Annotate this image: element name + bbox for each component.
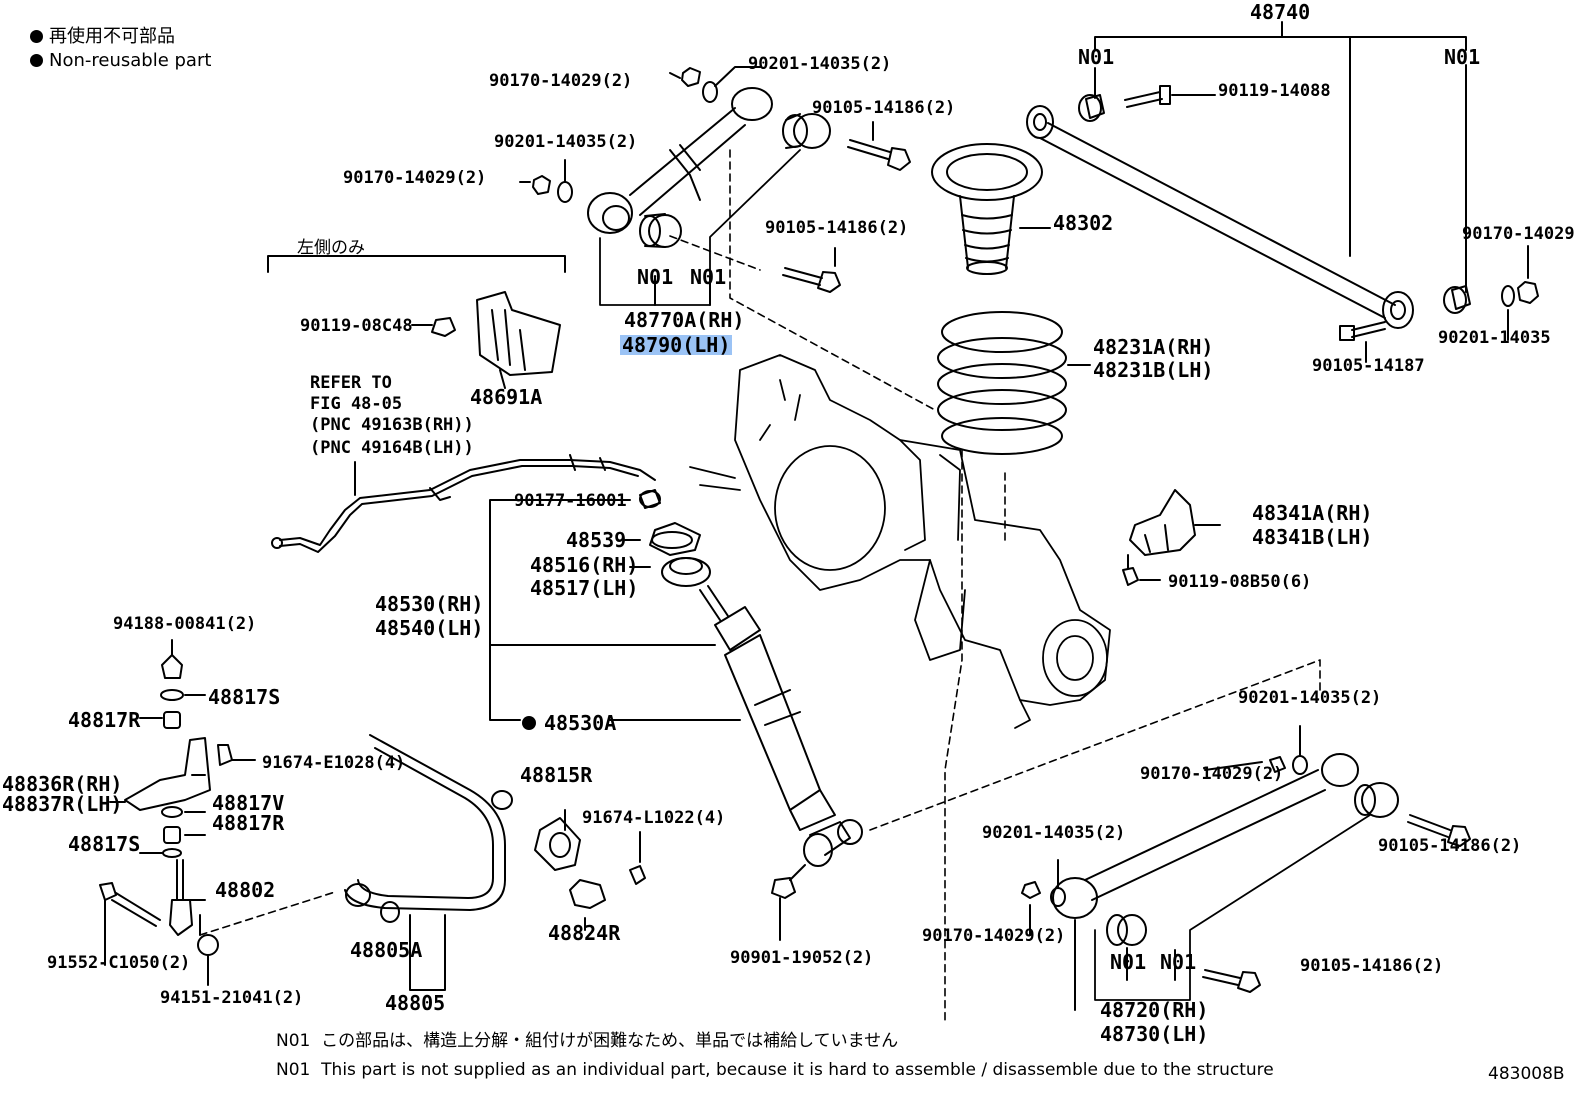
footnote-jp: N01 この部品は、構造上分解・組付けが困難なため、単品では補給していません (276, 1031, 899, 1051)
part-label-91552-C1050[interactable]: 91552-C1050(2) (47, 953, 191, 973)
brake-pipe (271, 454, 656, 553)
part-label-48720-RH[interactable]: 48720(RH) (1100, 998, 1209, 1022)
part-label-48730-LH[interactable]: 48730(LH) (1100, 1022, 1209, 1046)
stabilizer-bar (199, 734, 513, 991)
nut-washer-top-right (1339, 245, 1539, 363)
part-label-90201-14035[interactable]: 90201-14035(2) (494, 132, 638, 152)
part-label-91674-L1022[interactable]: 91674-L1022(4) (582, 808, 726, 828)
part-label-90119-14088[interactable]: 90119-14088 (1218, 81, 1331, 101)
part-label-48517-LH[interactable]: 48517(LH) (530, 576, 639, 600)
part-label-90119-08C48[interactable]: 90119-08C48 (300, 316, 413, 336)
refer-line-3: (PNC 49163B(RH)) (310, 415, 474, 435)
part-label-90201-14035[interactable]: 90201-14035(2) (1238, 688, 1382, 708)
part-label-48837R-LH[interactable]: 48837R(LH) (2, 792, 123, 816)
bracket-48341 (1122, 489, 1221, 586)
part-label-n01[interactable]: N01 (1078, 45, 1115, 69)
upper-control-arm (519, 66, 831, 306)
part-label-90170-14029[interactable]: 90170-14029 (1462, 224, 1575, 244)
part-label-90105-14187[interactable]: 90105-14187 (1312, 356, 1425, 376)
footnote-code: N01 (276, 1031, 311, 1051)
part-label-48530-RH[interactable]: 48530(RH) (375, 592, 484, 616)
footnote-en: N01 This part is not supplied as an indi… (276, 1060, 1274, 1080)
axle-housing (689, 354, 1111, 729)
part-label-n01[interactable]: N01 (637, 265, 674, 289)
part-label-90105-14186[interactable]: 90105-14186(2) (765, 218, 909, 238)
part-label-48817S[interactable]: 48817S (68, 832, 141, 856)
bushing-n01-top (1078, 67, 1471, 314)
stabilizer-bushing-48815R (534, 809, 646, 931)
part-label-90901-19052[interactable]: 90901-19052(2) (730, 948, 874, 968)
part-label-90119-08B50[interactable]: 90119-08B50(6) (1168, 572, 1312, 592)
part-label-90201-14035[interactable]: 90201-14035 (1438, 328, 1551, 348)
part-label-94188-00841[interactable]: 94188-00841(2) (113, 614, 257, 634)
non-reusable-bullet-icon (30, 30, 43, 43)
part-label-90201-14035[interactable]: 90201-14035(2) (748, 54, 892, 74)
part-label-48231B-LH[interactable]: 48231B(LH) (1093, 358, 1214, 382)
bracket-48691A (267, 255, 566, 389)
leader-lines (729, 149, 1321, 1021)
refer-line-1: REFER TO (310, 373, 392, 393)
part-label-48530A[interactable]: 48530A (544, 711, 617, 735)
part-label-48740[interactable]: 48740 (1250, 0, 1311, 24)
part-label-48539[interactable]: 48539 (566, 528, 627, 552)
part-label-90105-14186[interactable]: 90105-14186(2) (812, 98, 956, 118)
part-label-48805A[interactable]: 48805A (350, 938, 423, 962)
part-label-n01[interactable]: N01 (1160, 950, 1197, 974)
part-label-48691A[interactable]: 48691A (470, 385, 543, 409)
figure-id: 483008B (1488, 1064, 1565, 1084)
bolts-90105-14186 (669, 121, 911, 293)
refer-line-4: (PNC 49164B(LH)) (310, 438, 474, 458)
part-label-48805[interactable]: 48805 (385, 991, 446, 1015)
part-label-48770A-RH[interactable]: 48770A(RH) (624, 308, 745, 332)
part-label-48817R[interactable]: 48817R (212, 811, 285, 835)
part-label-90177-16001[interactable]: 90177-16001 (514, 491, 627, 511)
left-only-label: 左側のみ (297, 238, 365, 258)
part-label-n01[interactable]: N01 (1110, 950, 1147, 974)
part-label-48302[interactable]: 48302 (1053, 211, 1114, 235)
coil-spring-48231 (937, 311, 1091, 455)
part-label-91674-E1028[interactable]: 91674-E1028(4) (262, 753, 406, 773)
shock-absorber (489, 489, 863, 941)
non-reusable-marker-48530A (522, 712, 538, 732)
part-label-48540-LH[interactable]: 48540(LH) (375, 616, 484, 640)
part-label-48341A-RH[interactable]: 48341A(RH) (1252, 501, 1373, 525)
legend-jp: 再使用不可部品 (30, 28, 175, 46)
part-label-90170-14029[interactable]: 90170-14029(2) (1140, 764, 1284, 784)
part-label-48817S[interactable]: 48817S (208, 685, 281, 709)
part-label-94151-21041[interactable]: 94151-21041(2) (160, 988, 304, 1008)
part-label-48341B-LH[interactable]: 48341B(LH) (1252, 525, 1373, 549)
bolt-90119-14088 (1124, 85, 1216, 108)
part-label-90170-14029[interactable]: 90170-14029(2) (922, 926, 1066, 946)
part-label-n01[interactable]: N01 (1444, 45, 1481, 69)
footnote-code: N01 (276, 1060, 311, 1080)
part-label-90105-14186[interactable]: 90105-14186(2) (1300, 956, 1444, 976)
part-label-90170-14029[interactable]: 90170-14029(2) (489, 71, 633, 91)
part-label-48817R[interactable]: 48817R (68, 708, 141, 732)
stabilizer-link-parts (99, 639, 256, 986)
part-label-48231A-RH[interactable]: 48231A(RH) (1093, 335, 1214, 359)
refer-line-2: FIG 48-05 (310, 394, 403, 414)
part-label-48802[interactable]: 48802 (215, 878, 276, 902)
part-label-48817V[interactable]: 48817V (212, 791, 285, 815)
part-label-48824R[interactable]: 48824R (548, 921, 621, 945)
non-reusable-bullet-icon (30, 54, 43, 67)
lower-control-arm (1021, 725, 1471, 1011)
part-label-48836R-RH[interactable]: 48836R(RH) (2, 772, 123, 796)
part-label-n01[interactable]: N01 (690, 265, 727, 289)
part-label-48790-LH[interactable]: 48790(LH) (620, 333, 733, 357)
bump-stopper-48302 (931, 143, 1051, 275)
part-label-90201-14035[interactable]: 90201-14035(2) (982, 823, 1126, 843)
part-label-48516-RH[interactable]: 48516(RH) (530, 553, 639, 577)
part-label-90170-14029[interactable]: 90170-14029(2) (343, 168, 487, 188)
part-label-90105-14186[interactable]: 90105-14186(2) (1378, 836, 1522, 856)
lateral-rod-48740 (1026, 21, 1467, 329)
legend-en: Non-reusable part (30, 52, 211, 70)
part-label-48815R[interactable]: 48815R (520, 763, 593, 787)
